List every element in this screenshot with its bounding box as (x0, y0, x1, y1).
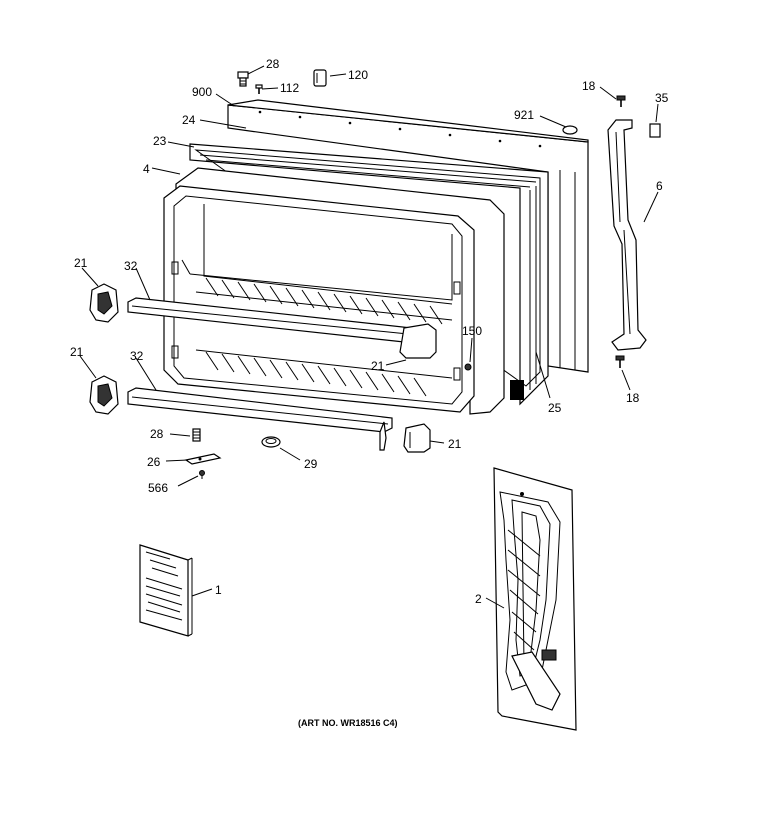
shelf-bracket-21-upper (89, 283, 119, 323)
screw-566 (199, 470, 205, 479)
callout-35: 35 (655, 91, 669, 105)
callout-labels: 28 112 120 900 24 23 4 921 18 35 6 21 32… (70, 57, 669, 606)
screw-150 (464, 363, 472, 371)
shelf-bar-lower (127, 387, 393, 451)
leader-lines (79, 65, 659, 609)
screw-112 (255, 84, 263, 94)
callout-21-upper-left: 21 (74, 256, 88, 270)
callout-18-bottom: 18 (626, 391, 640, 405)
callout-900: 900 (192, 85, 212, 99)
callout-28-top: 28 (266, 57, 280, 71)
callout-28-spring: 28 (150, 427, 164, 441)
spring-28 (192, 428, 201, 442)
callout-150: 150 (462, 324, 482, 338)
door-liner-insert-2 (493, 467, 577, 731)
callout-566: 566 (148, 481, 168, 495)
callout-112: 112 (280, 81, 299, 95)
callout-921: 921 (514, 108, 534, 122)
shelf-bracket-21-lower (89, 375, 119, 415)
callout-24: 24 (182, 113, 196, 127)
door-handle-6 (607, 119, 647, 351)
door-assembly (127, 99, 589, 451)
callout-29: 29 (304, 457, 318, 471)
plate-26 (184, 453, 222, 465)
callout-23: 23 (153, 134, 167, 148)
screw-18-bottom (615, 355, 625, 368)
screw-18-top (616, 95, 626, 107)
door-gasket (189, 143, 549, 406)
cap-35 (649, 123, 661, 138)
plug-29 (261, 436, 281, 448)
door-inner-liner (163, 167, 505, 415)
callout-21-center: 21 (371, 359, 385, 373)
callout-1: 1 (215, 583, 222, 597)
callout-18-top: 18 (582, 79, 596, 93)
callout-21-right: 21 (448, 437, 462, 451)
callout-6: 6 (656, 179, 663, 193)
art-number-caption: (ART NO. WR18516 C4) (298, 718, 398, 728)
callout-32-upper: 32 (124, 259, 138, 273)
callout-120: 120 (348, 68, 368, 82)
shelf-bracket-21-right (403, 423, 431, 453)
shelf-bar-upper (127, 297, 437, 359)
owners-manual-1 (139, 544, 193, 637)
callout-2: 2 (475, 592, 482, 606)
plug-921 (562, 125, 578, 135)
callout-25: 25 (548, 401, 562, 415)
callout-21-lower-left: 21 (70, 345, 84, 359)
callout-32-lower: 32 (130, 349, 144, 363)
callout-26: 26 (147, 455, 161, 469)
clip-120 (313, 69, 327, 87)
callout-4: 4 (143, 162, 150, 176)
screw-28-top (237, 71, 249, 87)
